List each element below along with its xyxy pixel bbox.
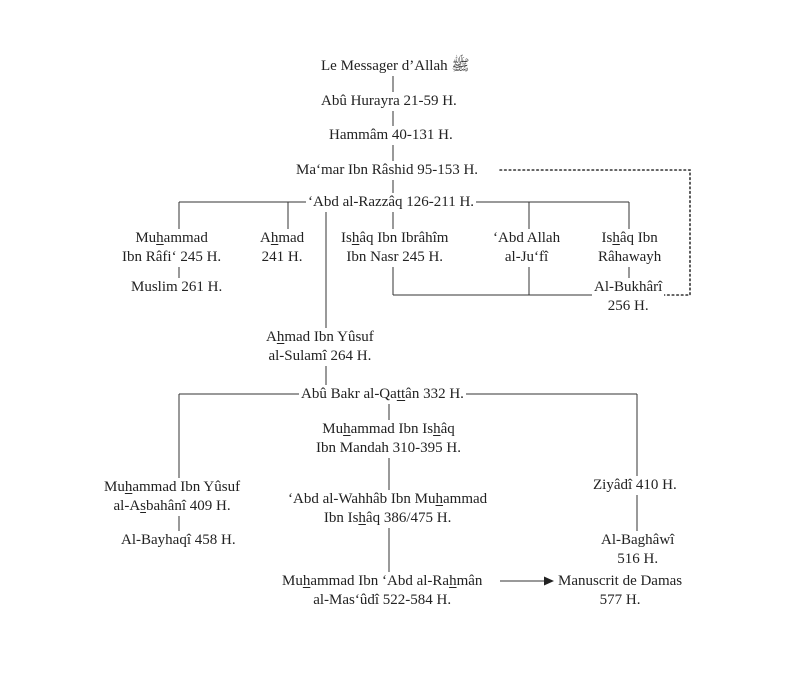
node-bukhari: Al-Bukhârî 256 H. <box>592 278 665 316</box>
node-baghawi-line2: 516 H. <box>617 551 659 567</box>
node-mamar: Ma‘mar Ibn Râshid 95-153 H. <box>294 161 481 180</box>
node-abd-wahhab: ‘Abd al-Wahhâb Ibn Muhammad Ibn Ishâq 38… <box>286 490 490 528</box>
node-ziyadi: Ziyâdî 410 H. <box>591 476 679 495</box>
node-ziyadi-label: Ziyâdî 410 H. <box>593 477 677 493</box>
node-hammam: Hammâm 40-131 H. <box>327 126 455 145</box>
node-messager-label: Le Messager d’Allah ﷺ <box>321 58 470 74</box>
node-ahmad-241: Ahmad 241 H. <box>258 229 307 267</box>
node-bayhaqi-label: Al-Bayhaqî 458 H. <box>121 532 236 548</box>
node-messager: Le Messager d’Allah ﷺ <box>319 57 472 76</box>
node-muhammad-mandah: Muhammad Ibn Ishâq Ibn Mandah 310-395 H. <box>314 420 463 458</box>
arrowhead <box>544 576 554 586</box>
node-manuscrit: Manuscrit de Damas 577 H. <box>556 572 685 610</box>
node-abu-hurayra-label: Abû Hurayra 21-59 H. <box>321 93 457 109</box>
node-abd-allah-jufi-line1: ‘Abd Allah <box>493 230 561 246</box>
node-manuscrit-line2: 577 H. <box>599 592 641 608</box>
node-muslim: Muslim 261 H. <box>129 278 225 297</box>
node-abd-razzaq: ‘Abd al-Razzâq 126-211 H. <box>306 193 477 212</box>
node-hammam-label: Hammâm 40-131 H. <box>329 127 453 143</box>
node-abd-allah-jufi: ‘Abd Allah al-Ju‘fî <box>491 229 563 267</box>
node-ishaq-ibrahim-line2: Ibn Nasr 245 H. <box>346 249 444 265</box>
node-baghawi: Al-Baghâwî 516 H. <box>599 531 677 569</box>
node-muhammad-rafi-line2: Ibn Râfi‘ 245 H. <box>122 249 222 265</box>
node-muslim-label: Muslim 261 H. <box>131 279 223 295</box>
node-abu-hurayra: Abû Hurayra 21-59 H. <box>319 92 459 111</box>
node-bukhari-line2: 256 H. <box>607 298 649 314</box>
node-bayhaqi: Al-Bayhaqî 458 H. <box>119 531 238 550</box>
node-bukhari-line1: Al-Bukhârî <box>594 279 663 295</box>
node-muhammad-rafi: Muhammad Ibn Râfi‘ 245 H. <box>120 229 224 267</box>
node-muhammad-asbahani: Muhammad Ibn Yûsuf al-Asbahânî 409 H. <box>102 478 243 516</box>
node-muhammad-mandah-line2: Ibn Mandah 310-395 H. <box>316 440 461 456</box>
node-muhammad-masudi: Muhammad Ibn ‘Abd al-Rahmân al-Mas‘ûdî 5… <box>280 572 485 610</box>
node-abd-razzaq-label: ‘Abd al-Razzâq 126-211 H. <box>308 194 475 210</box>
dotted-edge-mamar-bukhari <box>499 169 691 296</box>
node-abd-allah-jufi-line2: al-Ju‘fî <box>504 249 549 265</box>
node-abu-bakr: Abû Bakr al-Qattân 332 H. <box>299 385 466 404</box>
node-ahmad-yusuf: Ahmad Ibn Yûsuf al-Sulamî 264 H. <box>264 328 376 366</box>
node-baghawi-line1: Al-Baghâwî <box>601 532 675 548</box>
node-muhammad-masudi-line2: al-Mas‘ûdî 522-584 H. <box>313 592 452 608</box>
node-ahmad-yusuf-line2: al-Sulamî 264 H. <box>268 348 372 364</box>
node-ishaq-rahawayh-line2: Râhawayh <box>598 249 662 265</box>
node-mamar-label: Ma‘mar Ibn Râshid 95-153 H. <box>296 162 479 178</box>
node-manuscrit-line1: Manuscrit de Damas <box>558 573 683 589</box>
node-ishaq-rahawayh: Ishâq Ibn Râhawayh <box>596 229 664 267</box>
node-ishaq-ibrahim: Ishâq Ibn Ibrâhîm Ibn Nasr 245 H. <box>339 229 451 267</box>
node-ahmad-241-line2: 241 H. <box>261 249 303 265</box>
